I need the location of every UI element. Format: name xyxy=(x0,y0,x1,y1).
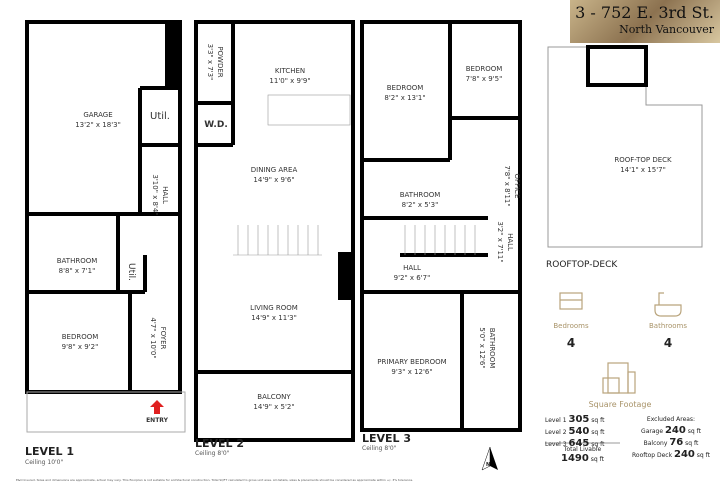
level-3-stairs xyxy=(404,225,476,255)
level-1-wall-block xyxy=(165,22,180,88)
entry-arrow-icon xyxy=(150,400,164,414)
address: 3 - 752 E. 3rd St. xyxy=(575,3,714,22)
excluded-areas: Excluded Areas: Garage 240 sq ft Balcony… xyxy=(632,416,710,460)
stat-icons xyxy=(559,292,682,394)
address-banner: 3 - 752 E. 3rd St. North Vancouver xyxy=(570,0,720,43)
level-3-ceiling: Ceiling 8'0" xyxy=(362,445,397,452)
disclaimer: E&O Insured. Sizes and dimensions are ap… xyxy=(16,478,414,482)
city: North Vancouver xyxy=(619,23,714,36)
room-util-small: Util. xyxy=(126,263,136,281)
entry-label: ENTRY xyxy=(146,417,168,424)
level-2-walls xyxy=(194,20,355,442)
room-util: Util. xyxy=(150,111,170,122)
room-wd: W.D. xyxy=(204,120,228,130)
level-3-sqft: Level 3 645 sq ft xyxy=(545,438,605,449)
compass-north-label: N xyxy=(486,462,491,468)
level-3-walls xyxy=(360,20,522,432)
level-1-sqft: Level 1 305 sq ft xyxy=(545,414,605,425)
bathtub-icon xyxy=(654,292,682,317)
entry-patio xyxy=(26,391,186,433)
level-1-title: LEVEL 1 xyxy=(25,445,75,458)
level-sqft-list: Level 1 305 sq ft Level 2 540 sq ft Leve… xyxy=(545,414,604,450)
level-1-ceiling: Ceiling 10'0" xyxy=(25,459,64,466)
level-2-title: LEVEL 2 xyxy=(195,437,245,450)
level-2-ceiling: Ceiling 8'0" xyxy=(195,450,230,457)
building-icon xyxy=(602,362,636,394)
bed-icon xyxy=(559,292,583,310)
level-3-title: LEVEL 3 xyxy=(362,432,412,445)
rooftop-deck-outline xyxy=(547,45,703,248)
level-2-sqft: Level 2 540 sq ft xyxy=(545,426,605,437)
compass-icon xyxy=(481,446,498,471)
square-footage-label: Square Footage xyxy=(588,400,652,409)
level-2-wall-block xyxy=(338,252,351,300)
rooftop-title: ROOFTOP-DECK xyxy=(546,260,618,270)
level-2-stairs xyxy=(233,94,351,256)
